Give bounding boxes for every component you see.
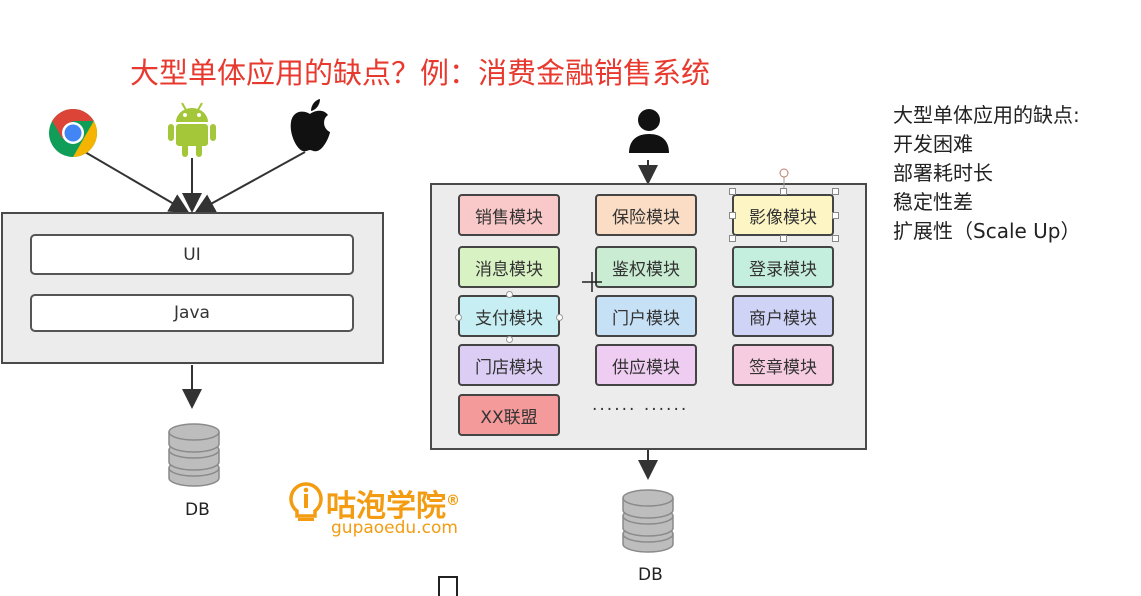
drawbacks-notes: 大型单体应用的缺点: 开发困难 部署耗时长 稳定性差 扩展性（Scale Up） xyxy=(893,101,1081,246)
note-item: 扩展性（Scale Up） xyxy=(893,219,1081,243)
module-box[interactable]: 支付模块 xyxy=(458,295,560,337)
resize-handle-tr[interactable] xyxy=(832,188,839,195)
left-db-label: DB xyxy=(185,500,210,520)
apple-icon xyxy=(290,99,330,152)
ui-layer: UI xyxy=(30,234,354,275)
java-layer: Java xyxy=(30,294,354,332)
resize-handle-r[interactable] xyxy=(832,212,839,219)
module-box[interactable]: 商户模块 xyxy=(732,295,834,337)
module-box[interactable]: 供应模块 xyxy=(595,344,697,386)
android-icon xyxy=(168,102,216,157)
connect-point-top[interactable] xyxy=(506,291,513,298)
logo-name: 咕泡学院® xyxy=(326,489,460,524)
note-item: 开发困难 xyxy=(893,132,973,156)
diagram-title: 大型单体应用的缺点？例：消费金融销售系统 xyxy=(130,56,711,90)
connect-point-right[interactable] xyxy=(556,314,563,321)
note-item: 部署耗时长 xyxy=(893,161,993,185)
module-box[interactable]: 签章模块 xyxy=(732,344,834,386)
notes-heading: 大型单体应用的缺点: xyxy=(893,103,1080,127)
resize-handle-b[interactable] xyxy=(780,235,787,242)
module-box[interactable]: 登录模块 xyxy=(732,246,834,288)
chrome-icon xyxy=(49,108,98,157)
module-box[interactable]: 门店模块 xyxy=(458,344,560,386)
resize-handle-l[interactable] xyxy=(729,212,736,219)
module-box[interactable]: 销售模块 xyxy=(458,194,560,236)
apple-arrow xyxy=(194,151,306,213)
resize-handle-t[interactable] xyxy=(780,188,787,195)
database-icon xyxy=(622,489,674,553)
crosshair-cursor-icon xyxy=(582,272,602,292)
module-box[interactable]: 门户模块 xyxy=(595,295,697,337)
resize-handle-tl[interactable] xyxy=(729,188,736,195)
module-box[interactable]: 消息模块 xyxy=(458,246,560,288)
connect-point-left[interactable] xyxy=(455,314,462,321)
logo-url: gupaoedu.com xyxy=(331,518,458,538)
resize-handle-br[interactable] xyxy=(832,235,839,242)
chrome-arrow xyxy=(84,151,190,214)
module-box[interactable]: 鉴权模块 xyxy=(595,246,697,288)
module-box[interactable]: XX联盟 xyxy=(458,394,560,436)
note-item: 稳定性差 xyxy=(893,190,973,214)
right-db-label: DB xyxy=(638,565,663,585)
connect-point-bottom[interactable] xyxy=(506,336,513,343)
more-modules: ······ ······ xyxy=(592,400,689,420)
selection-handles xyxy=(779,168,789,193)
logo-bulb-icon xyxy=(289,482,323,521)
user-icon xyxy=(629,109,669,153)
database-icon xyxy=(168,423,220,487)
bottom-square-shape xyxy=(438,576,458,596)
resize-handle-bl[interactable] xyxy=(729,235,736,242)
module-box[interactable]: 保险模块 xyxy=(595,194,697,236)
